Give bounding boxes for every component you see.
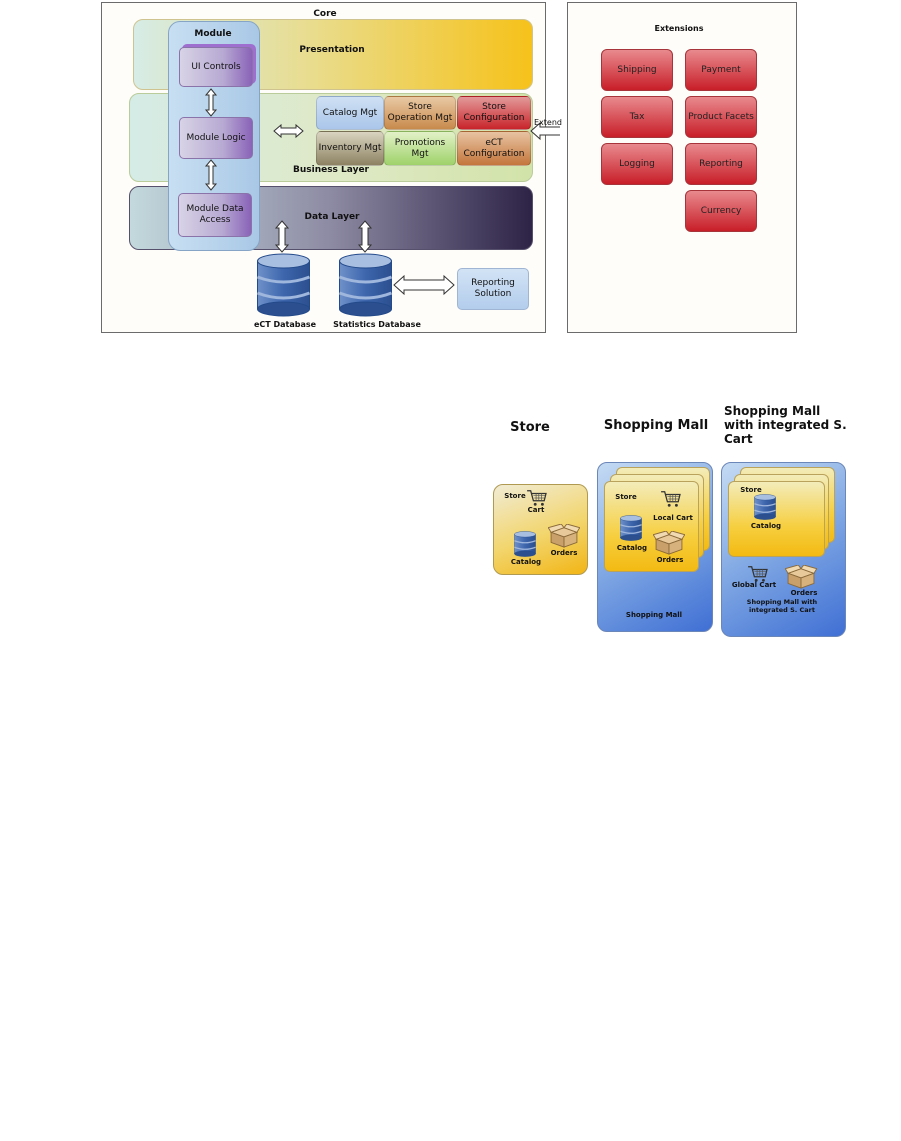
ext-logging: Logging — [601, 143, 673, 185]
inventory-mgt: Inventory Mgt — [316, 131, 384, 166]
ext-tax: Tax — [601, 96, 673, 138]
ui-controls: UI Controls — [179, 47, 253, 87]
mi-catalog-db-icon — [754, 494, 776, 520]
module-title: Module — [194, 29, 232, 39]
store-model-store-label: Store — [504, 492, 526, 500]
store-model-orders-label: Orders — [550, 549, 578, 557]
store-orders-box-icon — [548, 524, 580, 548]
mall-model-title: Shopping Mall — [603, 418, 709, 433]
store-model-catalog-label: Catalog — [510, 558, 542, 566]
mall-orders-box-icon — [653, 531, 685, 555]
store-operation-mgt: Store Operation Mgt — [384, 96, 456, 130]
statistics-database-label: Statistics Database — [333, 320, 421, 329]
mi-global-cart-label: Global Cart — [731, 581, 777, 589]
mall-store-label: Store — [615, 493, 637, 501]
business-layer-label: Business Layer — [292, 165, 369, 175]
data-layer-label: Data Layer — [304, 212, 360, 222]
ect-database-label: eCT Database — [253, 320, 317, 329]
store-model-cart-label: Cart — [527, 506, 545, 514]
mi-store-label: Store — [740, 486, 762, 494]
mi-orders-label: Orders — [790, 589, 818, 597]
core-title: Core — [313, 9, 337, 19]
presentation-label: Presentation — [299, 45, 365, 55]
ect-database-icon — [256, 253, 311, 317]
mall-cart-icon — [660, 490, 682, 508]
statistics-database-icon — [338, 253, 393, 317]
store-cart-icon — [526, 489, 548, 507]
mi-footer-label: Shopping Mall with integrated S. Cart — [746, 598, 818, 614]
ext-payment: Payment — [685, 49, 757, 91]
mi-catalog-label: Catalog — [750, 522, 782, 530]
mall-footer-label: Shopping Mall — [625, 611, 683, 619]
promotions-mgt: Promotions Mgt — [384, 131, 456, 166]
mi-orders-box-icon — [785, 565, 817, 589]
module-data-access: Module Data Access — [178, 193, 252, 237]
store-model-box — [493, 484, 588, 575]
mi-store-card-front — [728, 481, 825, 557]
store-configuration: Store Configuration — [457, 96, 531, 130]
ext-shipping: Shipping — [601, 49, 673, 91]
mall-catalog-label: Catalog — [616, 544, 648, 552]
extend-label: Extend — [534, 118, 562, 127]
mall-orders-label: Orders — [656, 556, 684, 564]
mall-local-cart-label: Local Cart — [653, 514, 693, 522]
core-arrows — [204, 88, 560, 296]
mall-catalog-db-icon — [620, 515, 642, 541]
reporting-solution: Reporting Solution — [457, 268, 529, 310]
ext-reporting: Reporting — [685, 143, 757, 185]
ext-currency: Currency — [685, 190, 757, 232]
module-logic: Module Logic — [179, 117, 253, 159]
ect-configuration: eCT Configuration — [457, 131, 531, 166]
catalog-mgt: Catalog Mgt — [316, 96, 384, 130]
store-catalog-db-icon — [514, 531, 536, 557]
ext-product-facets: Product Facets — [685, 96, 757, 138]
store-model-title: Store — [510, 420, 550, 435]
mall-store-card-front — [604, 481, 699, 572]
mall-integrated-title: Shopping Mall with integrated S. Cart — [724, 404, 847, 446]
extensions-title: Extensions — [654, 24, 704, 33]
